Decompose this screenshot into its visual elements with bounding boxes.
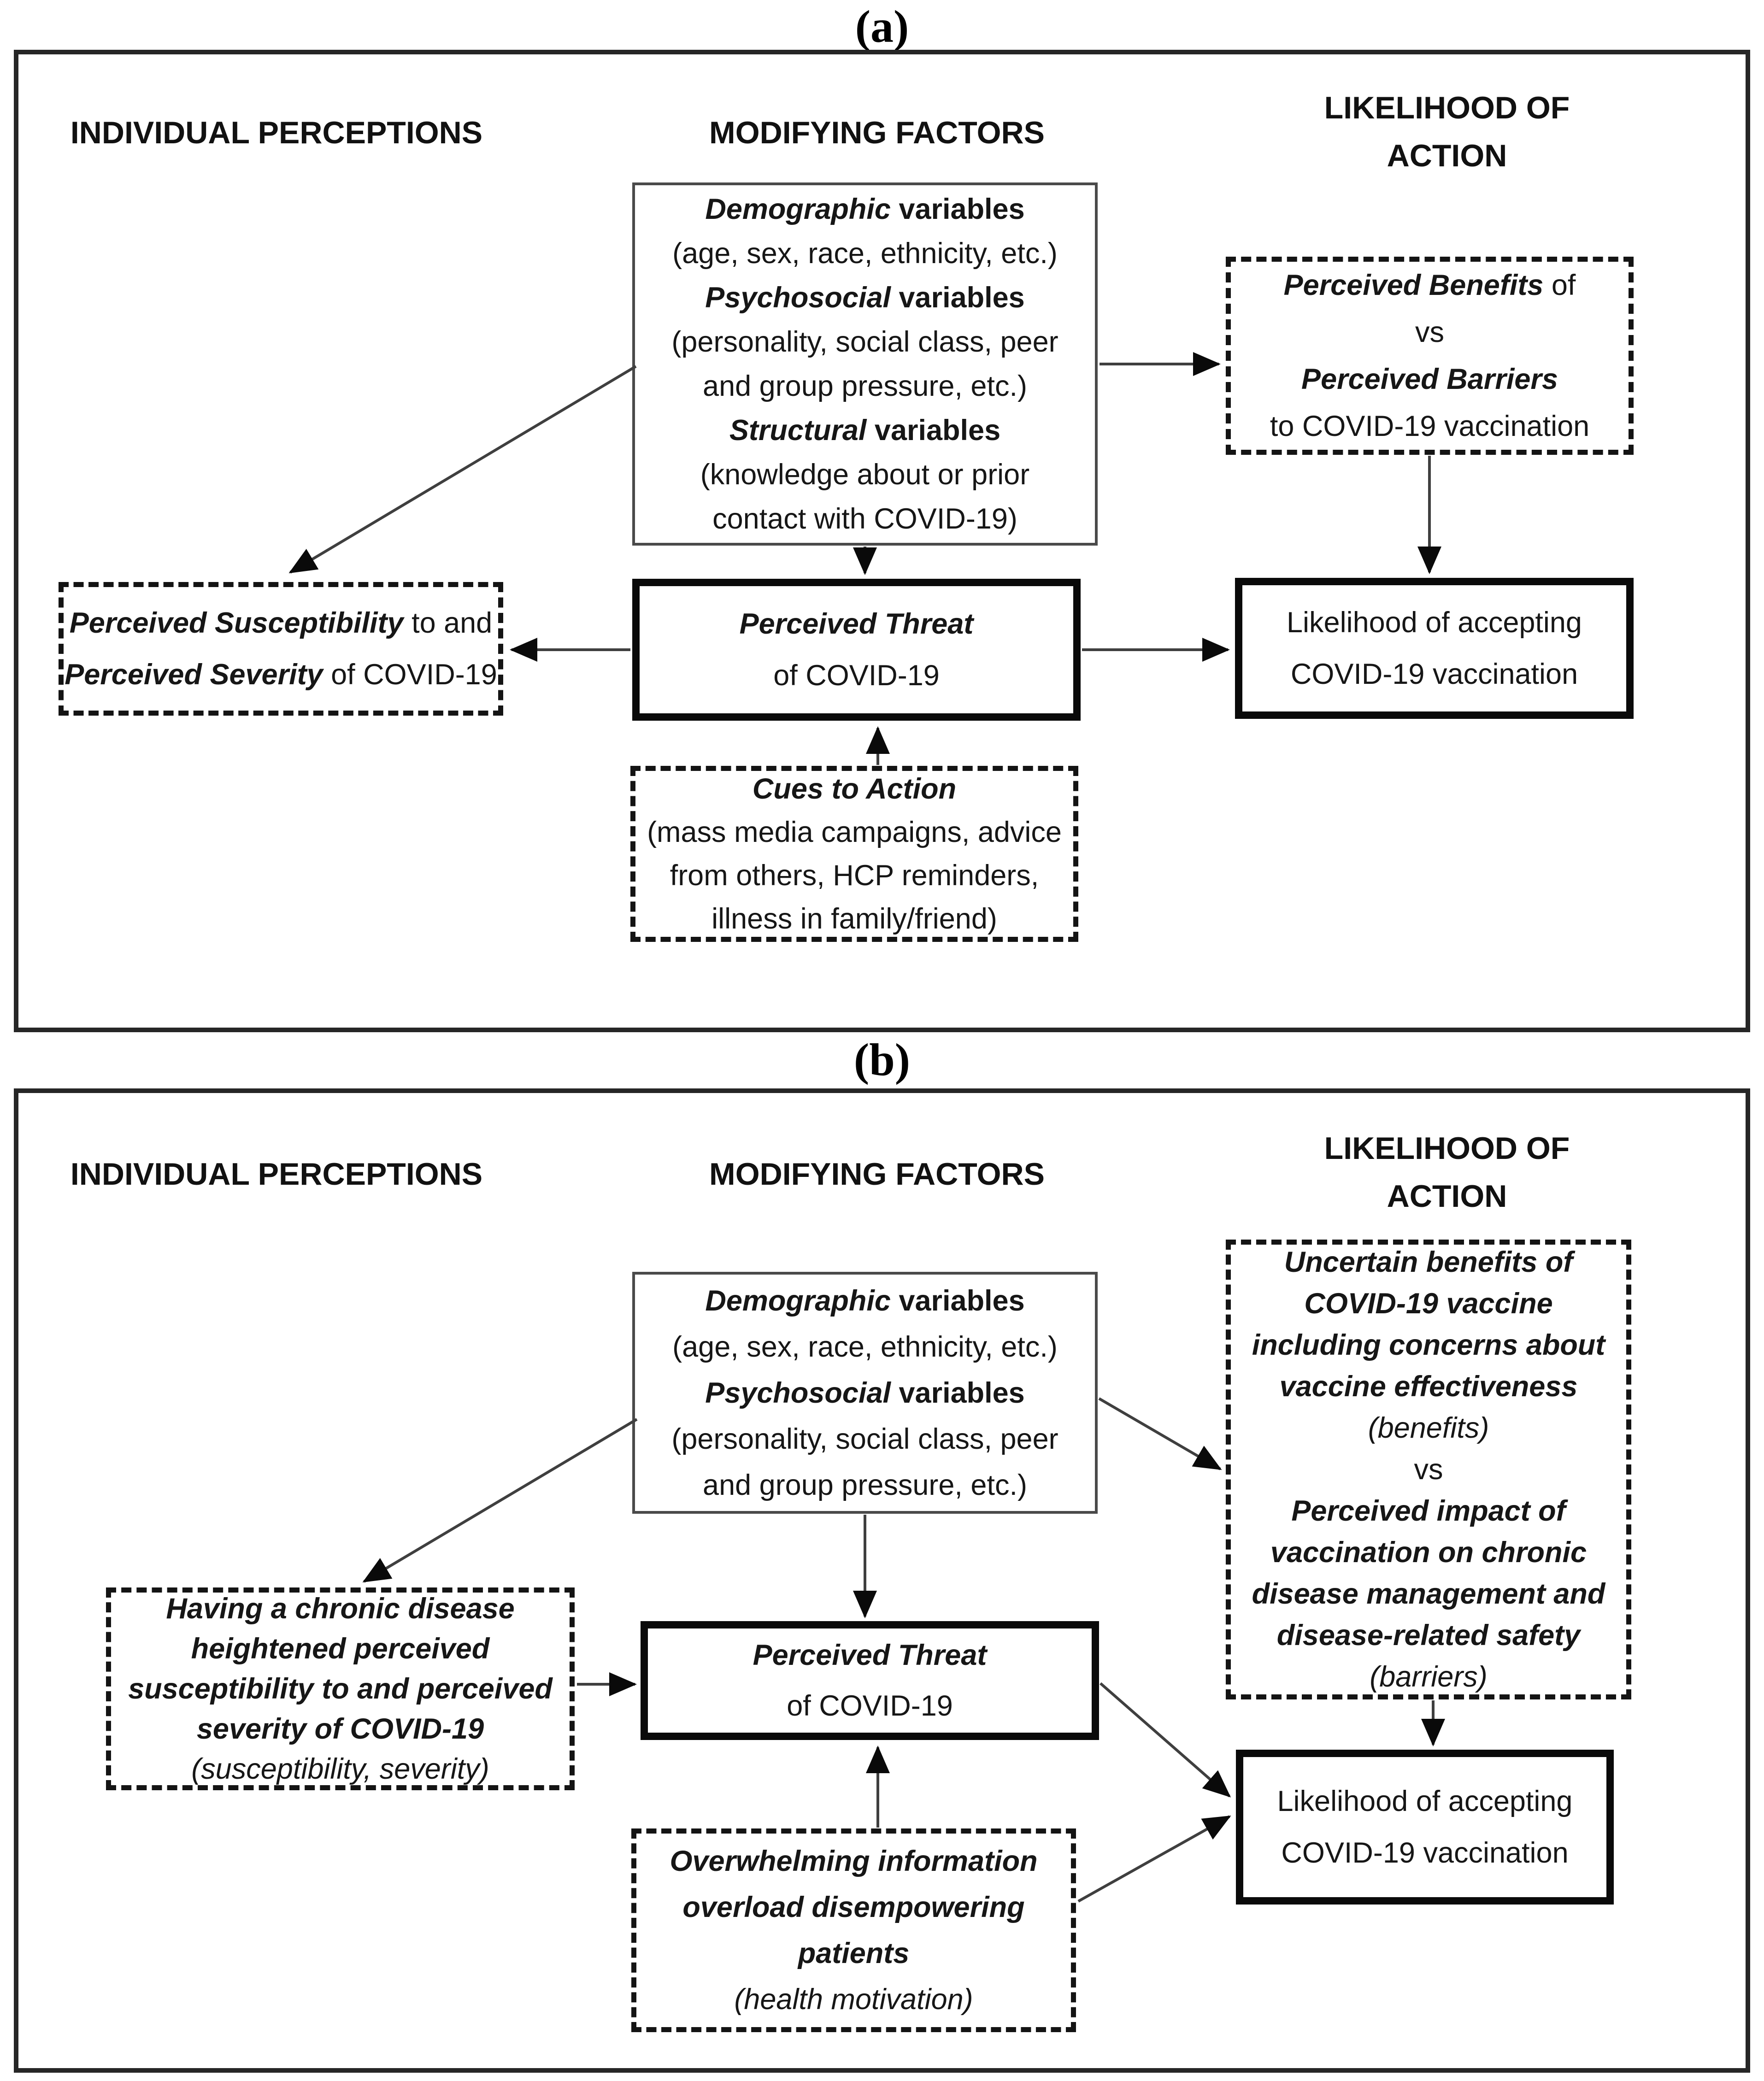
text-line: of COVID-19: [773, 659, 940, 692]
header-likelihood-of-action-a: LIKELIHOOD OF ACTION: [1324, 84, 1570, 180]
text-line: COVID-19 vaccine: [1304, 1287, 1553, 1320]
box-modifying-variables-a: Demographic variables (age, sex, race, et…: [632, 182, 1098, 546]
text-line: Perceived Threat: [739, 608, 974, 640]
text-line: Demographic variables: [705, 1284, 1025, 1317]
header-individual-perceptions-b: INDIVIDUAL PERCEPTIONS: [70, 1157, 483, 1192]
text-line: including concerns about: [1252, 1329, 1605, 1361]
text-line: to COVID-19 vaccination: [1270, 410, 1590, 442]
text-line: Uncertain benefits of: [1284, 1246, 1573, 1278]
text-line: COVID-19 vaccination: [1290, 658, 1578, 690]
text-line: overload disempowering: [682, 1891, 1025, 1923]
box-modifying-variables-b: Demographic variables (age, sex, race, et…: [632, 1272, 1098, 1514]
header-likelihood-line1: LIKELIHOOD OF: [1324, 1131, 1570, 1166]
text-line: (age, sex, race, ethnicity, etc.): [672, 237, 1058, 270]
text-line: Cues to Action: [752, 773, 957, 805]
text-line: (susceptibility, severity): [191, 1752, 489, 1785]
text-line: Structural variables: [729, 414, 1001, 447]
text-line: vs: [1414, 1453, 1443, 1486]
header-likelihood-line1: LIKELIHOOD OF: [1324, 90, 1570, 125]
text-line: (barriers): [1370, 1661, 1488, 1693]
text-line: Perceived Susceptibility to and: [69, 607, 493, 639]
text-line: Psychosocial variables: [705, 1376, 1025, 1409]
text-line: heightened perceived: [191, 1632, 490, 1665]
text-line: vaccination on chronic: [1270, 1536, 1587, 1569]
header-likelihood-line2: ACTION: [1387, 138, 1507, 173]
text-line: Psychosocial variables: [705, 282, 1025, 314]
text-line: vaccine effectiveness: [1279, 1370, 1578, 1403]
text-line: (knowledge about or prior: [700, 459, 1030, 491]
text-line: severity of COVID-19: [196, 1712, 484, 1745]
text-line: (health motivation): [734, 1983, 973, 2016]
header-likelihood-line2: ACTION: [1387, 1179, 1507, 1214]
box-overwhelming-information-b: Overwhelming information overload disempo…: [631, 1828, 1076, 2032]
box-perceived-threat-a: Perceived Threat of COVID-19: [632, 579, 1081, 721]
text-line: disease management and: [1252, 1578, 1605, 1610]
text-line: Perceived Threat: [753, 1639, 987, 1671]
text-line: Perceived Severity of COVID-19: [65, 658, 497, 691]
text-line: Overwhelming information: [670, 1845, 1038, 1877]
text-line: (age, sex, race, ethnicity, etc.): [672, 1330, 1058, 1363]
text-line: susceptibility to and perceived: [128, 1672, 553, 1705]
text-line: Perceived Barriers: [1301, 363, 1558, 395]
box-chronic-disease-susceptibility-b: Having a chronic disease heightened perce…: [106, 1587, 575, 1790]
panel-a-label: (a): [855, 1, 909, 52]
text-line: (personality, social class, peer: [671, 326, 1058, 358]
text-line: and group pressure, etc.): [703, 370, 1027, 402]
text-line: vs: [1415, 316, 1444, 348]
box-perceived-threat-b: Perceived Threat of COVID-19: [641, 1621, 1099, 1740]
text-line: contact with COVID-19): [712, 503, 1017, 535]
header-modifying-factors-b: MODIFYING FACTORS: [709, 1157, 1045, 1192]
text-line: disease-related safety: [1276, 1619, 1581, 1652]
panel-b-label: (b): [853, 1034, 911, 1085]
text-line: patients: [798, 1937, 910, 1969]
header-modifying-factors-a: MODIFYING FACTORS: [709, 115, 1045, 150]
text-line: Demographic variables: [705, 193, 1025, 225]
text-line: (benefits): [1368, 1412, 1489, 1444]
text-line: Having a chronic disease: [166, 1592, 515, 1625]
header-likelihood-of-action-b: LIKELIHOOD OF ACTION: [1324, 1124, 1570, 1220]
box-uncertain-benefits-vs-barriers-b: Uncertain benefits of COVID-19 vaccine inc…: [1226, 1240, 1631, 1699]
text-line: COVID-19 vaccination: [1281, 1837, 1569, 1869]
text-line: (personality, social class, peer: [671, 1423, 1058, 1455]
text-line: and group pressure, etc.): [703, 1469, 1027, 1501]
header-individual-perceptions-a: INDIVIDUAL PERCEPTIONS: [70, 115, 483, 150]
text-line: illness in family/friend): [711, 903, 997, 935]
text-line: from others, HCP reminders,: [670, 859, 1039, 892]
text-line: Likelihood of accepting: [1287, 606, 1582, 639]
text-line: Likelihood of accepting: [1277, 1785, 1573, 1817]
text-line: Perceived Benefits of: [1283, 269, 1576, 301]
text-line: Perceived impact of: [1291, 1495, 1566, 1527]
text-line: of COVID-19: [787, 1690, 953, 1722]
box-cues-to-action-a: Cues to Action (mass media campaigns, adv…: [630, 766, 1078, 942]
text-line: (mass media campaigns, advice: [647, 816, 1062, 848]
